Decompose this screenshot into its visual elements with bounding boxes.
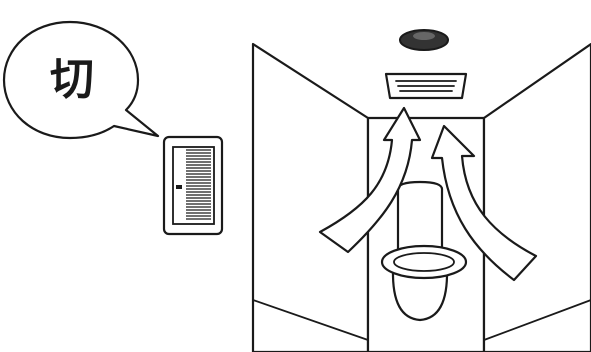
bubble-text: 切: [50, 54, 94, 105]
ceiling-light-icon: [400, 30, 448, 50]
ventilation-fan-icon: [386, 74, 466, 98]
wall-switch-icon: [164, 137, 222, 234]
